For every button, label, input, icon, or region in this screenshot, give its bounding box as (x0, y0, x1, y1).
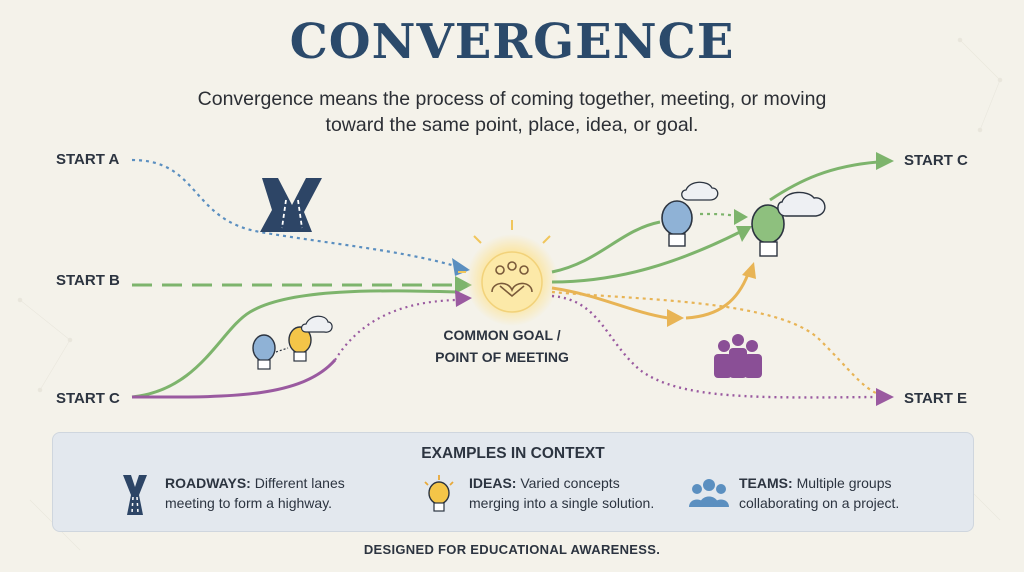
path-end-c (769, 160, 879, 202)
example-roadways: ROADWAYS: Different lanes meeting to for… (113, 473, 345, 517)
end-label-e: START E (904, 390, 968, 407)
definition-text: Convergence means the process of coming … (150, 86, 874, 138)
example-ideas-text: IDEAS: Varied concepts merging into a si… (469, 473, 654, 513)
highway-merge-icon (123, 475, 147, 515)
path-orange-mid (551, 286, 669, 320)
arrowhead-end-e (876, 388, 894, 406)
page-title: CONVERGENCE (289, 14, 735, 70)
example-ideas: IDEAS: Varied concepts merging into a si… (417, 473, 654, 517)
path-idea-dotted-green (699, 212, 737, 218)
arrowhead-orange-mid (667, 309, 684, 327)
idea-bulb-blue-icon (661, 181, 719, 247)
path-to-idea-upper (551, 220, 661, 274)
arrowhead-orange-up (742, 262, 756, 279)
arrowhead-start-c (455, 290, 472, 307)
example-teams: TEAMS: Multiple groups collaborating on … (687, 473, 899, 517)
examples-panel: EXAMPLES IN CONTEXT ROADWAYS: Different … (52, 432, 974, 532)
path-to-bulb-main (551, 230, 741, 284)
example-teams-line2: collaborating on a project. (739, 495, 900, 511)
arrowhead-bulb-main (736, 226, 752, 242)
highway-merge-icon (260, 178, 322, 232)
example-roadways-text: ROADWAYS: Different lanes meeting to for… (165, 473, 345, 513)
footer-note: DESIGNED FOR EDUCATIONAL AWARENESS. (363, 542, 661, 557)
team-group-icon (714, 334, 762, 378)
hub-circle (481, 251, 543, 313)
example-teams-term: TEAMS: (739, 475, 793, 491)
example-ideas-term: IDEAS: (469, 475, 517, 491)
example-roadways-line2: meeting to form a highway. (165, 495, 333, 511)
path-start-c-purple-dotted (334, 298, 456, 361)
example-teams-text: TEAMS: Multiple groups collaborating on … (739, 473, 899, 513)
handshake-people-icon (491, 261, 533, 298)
hub-label-line-1: COMMON GOAL / (443, 327, 561, 343)
definition-line-1: Convergence means the process of coming … (197, 88, 827, 110)
start-label-c: START C (56, 390, 120, 407)
path-end-e (551, 294, 879, 399)
path-orange-dotted (551, 290, 877, 394)
people-group-icon (689, 479, 729, 507)
path-start-c-green (131, 289, 459, 399)
idea-bulb-green-icon (751, 191, 826, 257)
hub-label-line-2: POINT OF MEETING (435, 349, 569, 365)
examples-title: EXAMPLES IN CONTEXT (421, 445, 605, 462)
end-label-c: START C (904, 152, 968, 169)
example-ideas-line2: merging into a single solution. (469, 495, 655, 511)
hub-label: COMMON GOAL / POINT OF MEETING (412, 324, 592, 368)
arrowhead-start-b (455, 276, 472, 294)
hub-rays (458, 220, 551, 273)
lightbulb-pair-icon (252, 315, 333, 370)
path-start-c-purple (131, 359, 337, 399)
start-label-b: START B (56, 272, 120, 289)
lightbulb-icon (424, 475, 454, 512)
arrowhead-idea-dotted (734, 209, 748, 225)
example-roadways-line1: Different lanes (254, 475, 345, 491)
path-orange-up (685, 273, 750, 320)
definition-line-2: toward the same point, place, idea, or g… (325, 114, 699, 136)
example-ideas-line1: Varied concepts (520, 475, 620, 491)
example-roadways-term: ROADWAYS: (165, 475, 251, 491)
arrowhead-end-c (876, 152, 894, 170)
example-teams-line1: Multiple groups (796, 475, 892, 491)
start-label-a: START A (56, 151, 120, 168)
